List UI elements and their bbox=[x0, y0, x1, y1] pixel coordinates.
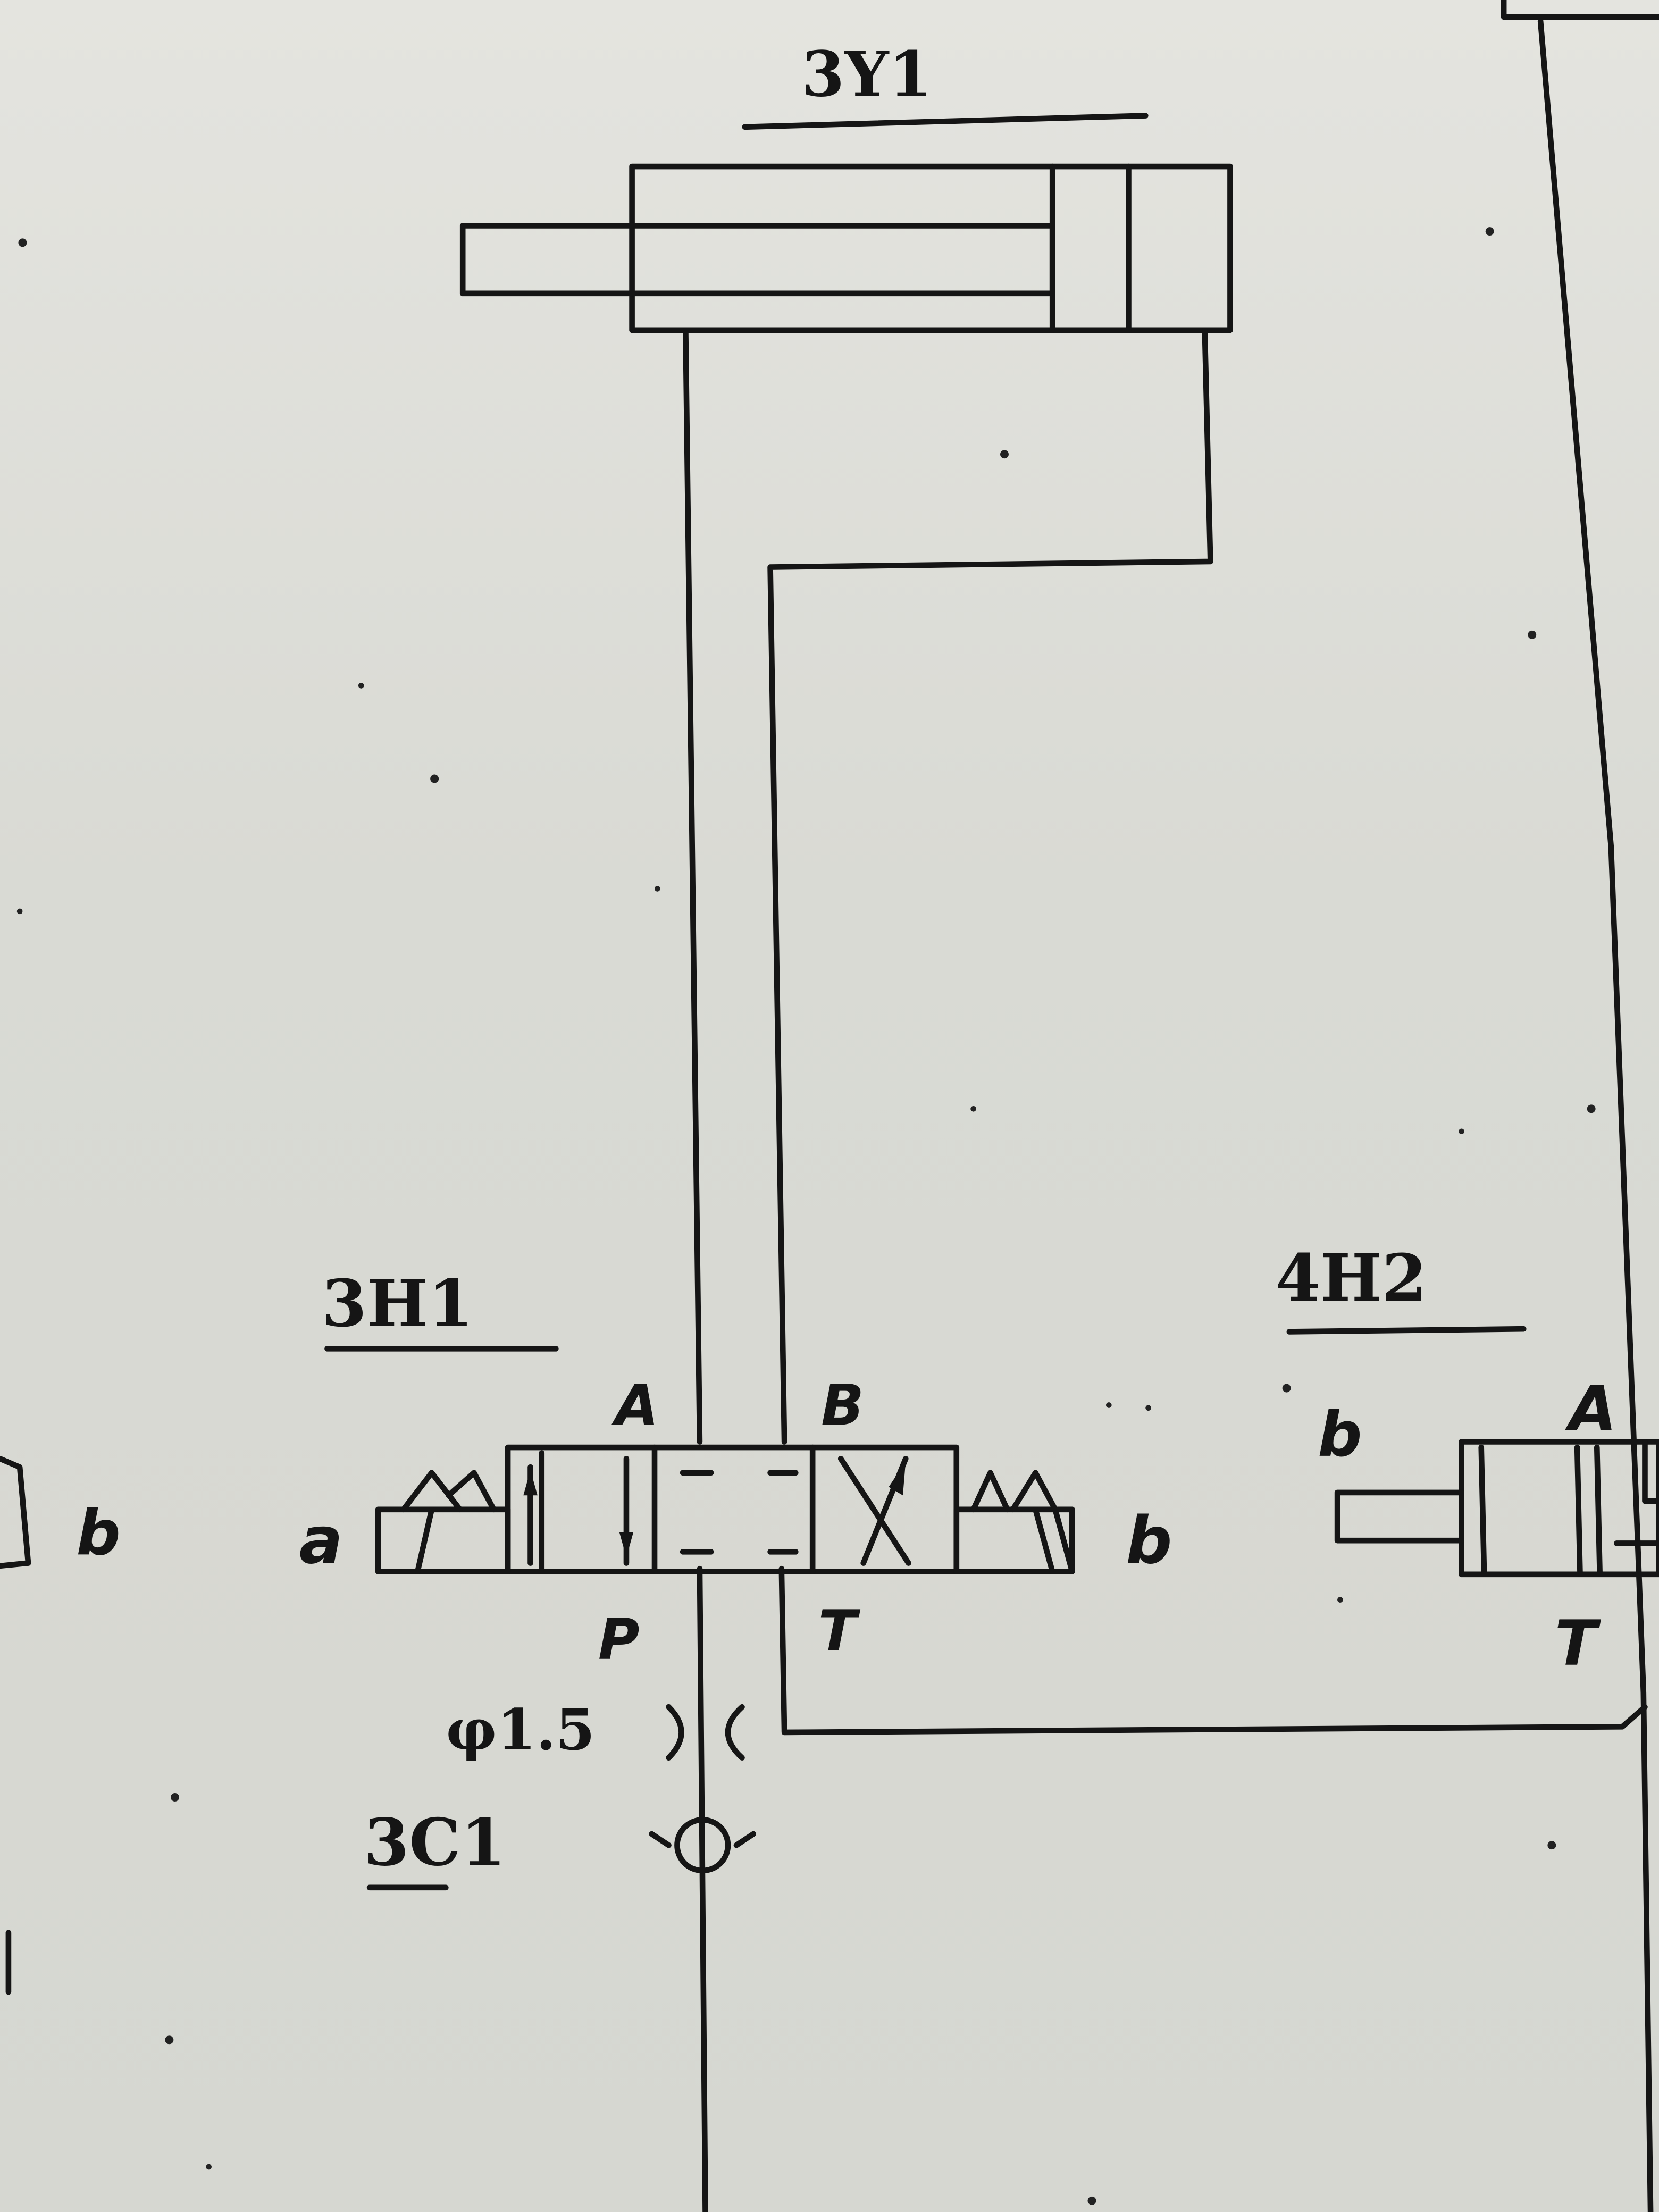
directional-valve-4h2 bbox=[1334, 1439, 1659, 1578]
valve-main-label: 3H1 bbox=[322, 1265, 473, 1342]
port-t-label: T bbox=[818, 1598, 861, 1664]
cylinder-3y1 bbox=[459, 163, 1233, 333]
cylinder-label-underline bbox=[742, 113, 1149, 130]
solenoid-a-label: a bbox=[299, 1503, 342, 1579]
port-p-label: P bbox=[598, 1607, 640, 1673]
right-valve-a-label: A bbox=[1564, 1373, 1616, 1445]
valve-right-label-underline bbox=[1286, 1326, 1527, 1335]
check-valve-symbol bbox=[649, 1817, 757, 1874]
port-a-label: A bbox=[611, 1373, 659, 1439]
port-b-label: B bbox=[821, 1373, 864, 1439]
left-edge-b-label: b bbox=[76, 1497, 121, 1570]
check-valve-label: 3C1 bbox=[364, 1804, 506, 1880]
pipe-lines bbox=[683, 327, 1648, 2212]
cylinder-label: 3Y1 bbox=[801, 37, 932, 111]
directional-valve-3h1 bbox=[375, 1444, 1075, 1574]
orifice-label: φ1.5 bbox=[446, 1697, 595, 1763]
valve-right-label: 4H2 bbox=[1275, 1239, 1427, 1316]
paper-specks bbox=[16, 227, 1596, 2205]
left-partial-solenoid bbox=[0, 1455, 31, 1569]
right-frame-lines bbox=[1501, 0, 1659, 2212]
right-valve-t-label: T bbox=[1555, 1607, 1602, 1680]
solenoid-b-label: b bbox=[1126, 1503, 1172, 1579]
orifice-symbol bbox=[666, 1704, 745, 1761]
right-valve-b-label: b bbox=[1318, 1398, 1362, 1471]
